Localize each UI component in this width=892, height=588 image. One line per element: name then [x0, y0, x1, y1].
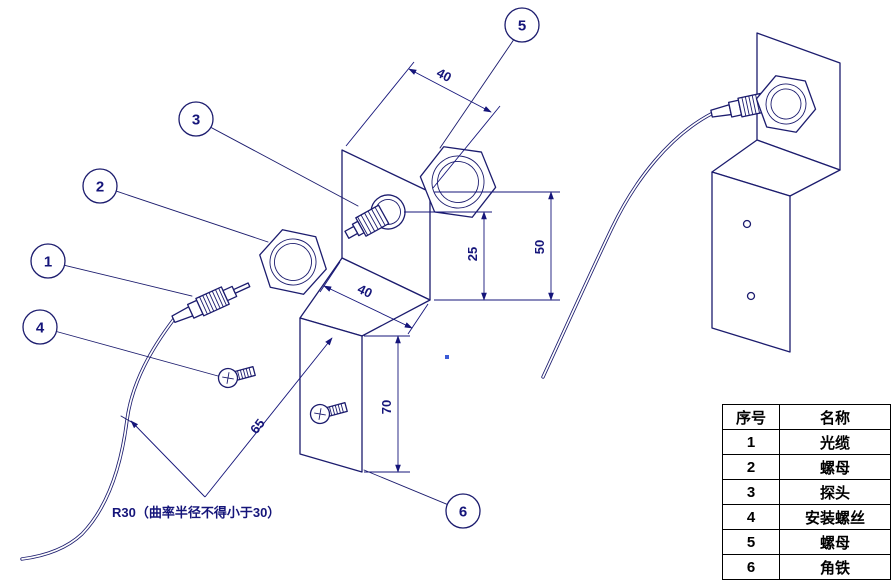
dimension-plate-depth: 40 [319, 261, 429, 335]
leader-line-5 [439, 39, 515, 149]
nut-2 [259, 229, 327, 295]
part-name: 螺母 [779, 454, 891, 480]
screw-hole [742, 219, 752, 229]
leader-line-6 [363, 469, 448, 505]
dim-label-plate-depth: 40 [355, 281, 375, 301]
nut-2-hex [259, 229, 327, 295]
dim-label-diagonal: 65 [247, 416, 268, 437]
connector-ferrule-pin [232, 282, 251, 294]
dim-label-plate-height: 50 [532, 240, 547, 254]
callout-balloon-2 [82, 168, 118, 204]
callout-balloon-6 [445, 493, 481, 529]
callout-balloon-4 [22, 309, 58, 345]
bracket-lower-plate [711, 171, 791, 353]
stray-mark [445, 355, 449, 359]
table-row: 4 安装螺丝 [722, 504, 891, 530]
exploded-view [20, 146, 497, 561]
part-no: 5 [722, 529, 780, 555]
leader-line-3 [210, 126, 359, 207]
nut-assembled [755, 75, 817, 133]
dim-label-plate-width: 40 [434, 65, 454, 85]
part-no: 2 [722, 454, 780, 480]
part-name: 光缆 [779, 429, 891, 455]
callout-number-5: 5 [518, 18, 526, 35]
part-no: 1 [722, 429, 780, 455]
part-name: 安装螺丝 [779, 504, 891, 530]
table-row: 1 光缆 [722, 429, 891, 455]
table-row: 5 螺母 [722, 529, 891, 555]
callout-balloon-5 [504, 7, 540, 43]
callout-number-1: 1 [44, 254, 52, 271]
callout-number-2: 2 [96, 179, 104, 196]
dimension-plate-width: 40 [345, 61, 501, 189]
part-no: 3 [722, 479, 780, 505]
dimension-leg-height: 70 [364, 335, 410, 473]
parts-table: 序号 名称 1 光缆 2 螺母 3 探头 4 安装螺丝 5 螺母 6 角铁 [722, 404, 891, 580]
parts-table-header-row: 序号 名称 [722, 404, 891, 430]
parts-table-header-no: 序号 [722, 404, 780, 430]
leader-line-1 [64, 264, 193, 297]
mounting-screw-on-plate [309, 402, 348, 425]
fiber-cable-assembled [541, 111, 715, 379]
leader-line-2 [115, 190, 269, 243]
probe [344, 194, 406, 239]
callout-balloon-1 [30, 243, 66, 279]
callouts: 1 2 3 4 5 6 [22, 7, 540, 529]
leader-line-4 [55, 331, 219, 377]
probe-tip [344, 225, 359, 239]
mounting-screw-exploded [217, 366, 256, 389]
part-no: 4 [722, 504, 780, 530]
dimension-diagonal: 65 [130, 337, 333, 498]
bracket-lower-plate [299, 317, 363, 473]
table-row: 2 螺母 [722, 454, 891, 480]
part-name: 角铁 [779, 554, 891, 580]
curvature-note: R30（曲率半径不得小于30） [112, 505, 280, 520]
dimensions: 40 25 50 40 70 65 [112, 61, 560, 520]
table-row: 6 角铁 [722, 554, 891, 580]
fiber-cable [20, 317, 176, 561]
part-no: 6 [722, 554, 780, 580]
part-name: 探头 [779, 479, 891, 505]
dim-label-leg-height: 70 [379, 400, 394, 414]
assembled-view [541, 32, 841, 379]
nut-5 [419, 146, 497, 218]
callout-number-6: 6 [459, 504, 467, 521]
callout-balloon-3 [178, 101, 214, 137]
callout-number-4: 4 [36, 320, 45, 337]
part-name: 螺母 [779, 529, 891, 555]
fiber-connector [171, 282, 251, 324]
screw-hole [746, 291, 756, 301]
parts-table-header-name: 名称 [779, 404, 891, 430]
dimension-plate-height: 25 50 [404, 191, 560, 301]
dim-label-probe-to-edge: 25 [465, 247, 480, 261]
table-row: 3 探头 [722, 479, 891, 505]
callout-number-3: 3 [192, 112, 200, 129]
